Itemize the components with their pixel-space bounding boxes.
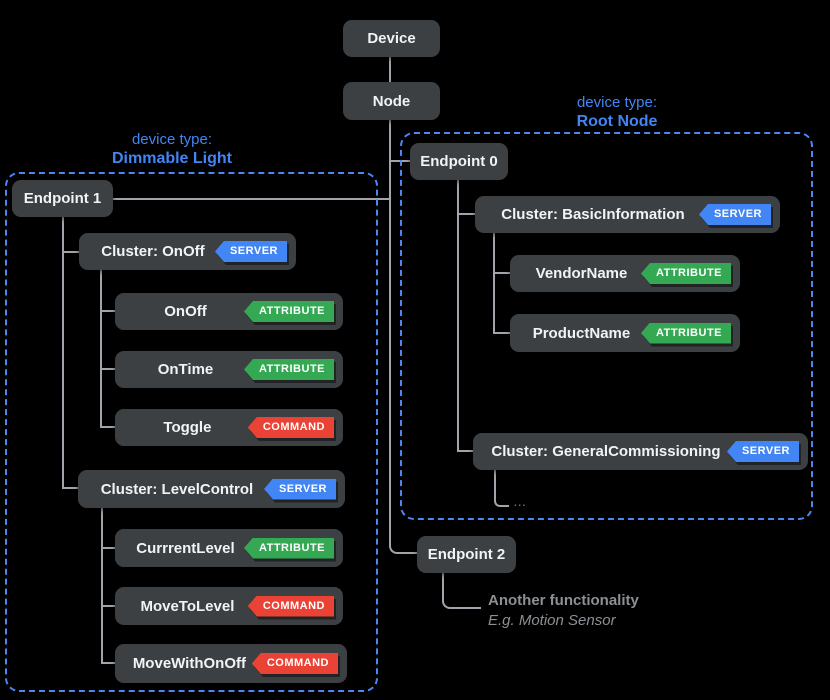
connector-node-trunk xyxy=(389,120,391,536)
attribute-productname-node: ProductName ATTRIBUTE xyxy=(510,314,740,352)
command-badge: COMMAND xyxy=(247,595,334,617)
connector-generalcommissioning-tail xyxy=(494,470,509,507)
connector-endpoint1-branch xyxy=(113,198,390,200)
connector-stub-cluster-levelcontrol xyxy=(62,487,78,489)
cluster-generalcommissioning-node: Cluster: GeneralCommissioning SERVER xyxy=(473,433,808,470)
command-movewithonoff-label: MoveWithOnOff xyxy=(132,655,246,672)
group-frame-dimmable-light xyxy=(5,172,378,692)
command-movetolevel-label: MoveToLevel xyxy=(140,597,235,615)
more-items-ellipsis: ... xyxy=(514,498,527,509)
attribute-badge: ATTRIBUTE xyxy=(243,537,334,559)
group-label-prefix: device type: xyxy=(131,131,213,148)
connector-stub-ontime xyxy=(100,368,115,370)
server-badge: SERVER xyxy=(263,478,336,500)
connector-device-node xyxy=(389,57,391,83)
attribute-badge: ATTRIBUTE xyxy=(640,322,731,344)
server-badge: SERVER xyxy=(698,204,771,225)
connector-stub-generalcommissioning xyxy=(457,450,473,452)
connector-endpoint0-spine xyxy=(457,180,459,452)
attribute-currrentlevel-node: CurrrentLevel ATTRIBUTE xyxy=(115,529,343,567)
connector-stub-productname xyxy=(493,332,510,334)
connector-basicinformation-spine xyxy=(493,233,495,334)
cluster-basicinformation-label: Cluster: BasicInformation xyxy=(501,206,685,223)
cluster-levelcontrol-node: Cluster: LevelControl SERVER xyxy=(78,470,345,508)
connector-endpoint1-spine xyxy=(62,217,64,489)
attribute-badge: ATTRIBUTE xyxy=(243,359,334,380)
node-node: Node xyxy=(343,82,440,120)
command-movewithonoff-node: MoveWithOnOff COMMAND xyxy=(115,644,347,683)
group-label-prefix: device type: xyxy=(576,94,658,111)
attribute-productname-label: ProductName xyxy=(532,324,631,342)
server-badge: SERVER xyxy=(726,441,799,462)
cluster-generalcommissioning-label: Cluster: GeneralCommissioning xyxy=(491,443,721,460)
group-label-root-node: device type: Root Node xyxy=(497,94,737,131)
cluster-onoff-label: Cluster: OnOff xyxy=(101,243,205,260)
connector-stub-movewithonoff xyxy=(101,662,115,664)
command-badge: COMMAND xyxy=(247,417,334,438)
command-toggle-label: Toggle xyxy=(163,419,212,436)
command-badge: COMMAND xyxy=(251,653,338,674)
endpoint2-note: Another functionality E.g. Motion Sensor xyxy=(488,591,639,631)
attribute-onoff-label: OnOff xyxy=(164,303,207,320)
group-label-name: Root Node xyxy=(576,113,658,130)
attribute-badge: ATTRIBUTE xyxy=(243,301,334,322)
connector-trunk-endpoint2-elbow xyxy=(389,534,417,554)
connector-stub-vendorname xyxy=(493,272,510,274)
endpoint1-label: Endpoint 1 xyxy=(23,190,102,207)
cluster-basicinformation-node: Cluster: BasicInformation SERVER xyxy=(475,196,780,233)
attribute-vendorname-label: VendorName xyxy=(535,265,628,282)
device-node: Device xyxy=(343,20,440,57)
group-label-name: Dimmable Light xyxy=(111,150,232,167)
attribute-currrentlevel-label: CurrrentLevel xyxy=(136,539,235,557)
endpoint2-note-line2: E.g. Motion Sensor xyxy=(488,612,616,629)
group-label-dimmable-light: device type: Dimmable Light xyxy=(52,131,292,168)
attribute-onoff-node: OnOff ATTRIBUTE xyxy=(115,293,343,330)
connector-onoff-spine xyxy=(100,270,102,428)
connector-levelcontrol-spine xyxy=(101,508,103,664)
endpoint1-node: Endpoint 1 xyxy=(12,180,113,217)
connector-stub-movetolevel xyxy=(101,605,115,607)
cluster-levelcontrol-label: Cluster: LevelControl xyxy=(100,480,254,498)
attribute-ontime-label: OnTime xyxy=(157,361,214,378)
endpoint0-node: Endpoint 0 xyxy=(410,143,508,180)
server-badge: SERVER xyxy=(214,241,287,262)
endpoint2-note-line1: Another functionality xyxy=(488,592,639,609)
connector-stub-toggle xyxy=(100,426,115,428)
group-frame-root-node xyxy=(400,132,813,520)
connector-stub-onoff xyxy=(100,310,115,312)
endpoint0-label: Endpoint 0 xyxy=(420,153,498,170)
attribute-badge: ATTRIBUTE xyxy=(640,263,731,284)
attribute-ontime-node: OnTime ATTRIBUTE xyxy=(115,351,343,388)
connector-stub-currrentlevel xyxy=(101,547,115,549)
endpoint2-label: Endpoint 2 xyxy=(427,546,506,563)
attribute-vendorname-node: VendorName ATTRIBUTE xyxy=(510,255,740,292)
endpoint2-node: Endpoint 2 xyxy=(417,536,516,573)
cluster-onoff-node: Cluster: OnOff SERVER xyxy=(79,233,296,270)
command-movetolevel-node: MoveToLevel COMMAND xyxy=(115,587,343,625)
device-node-label: Device xyxy=(367,30,416,47)
node-node-label: Node xyxy=(372,92,411,110)
connector-stub-cluster-onoff xyxy=(62,251,79,253)
connector-stub-basicinformation xyxy=(457,213,475,215)
connector-endpoint2-tail xyxy=(442,573,481,609)
command-toggle-node: Toggle COMMAND xyxy=(115,409,343,446)
